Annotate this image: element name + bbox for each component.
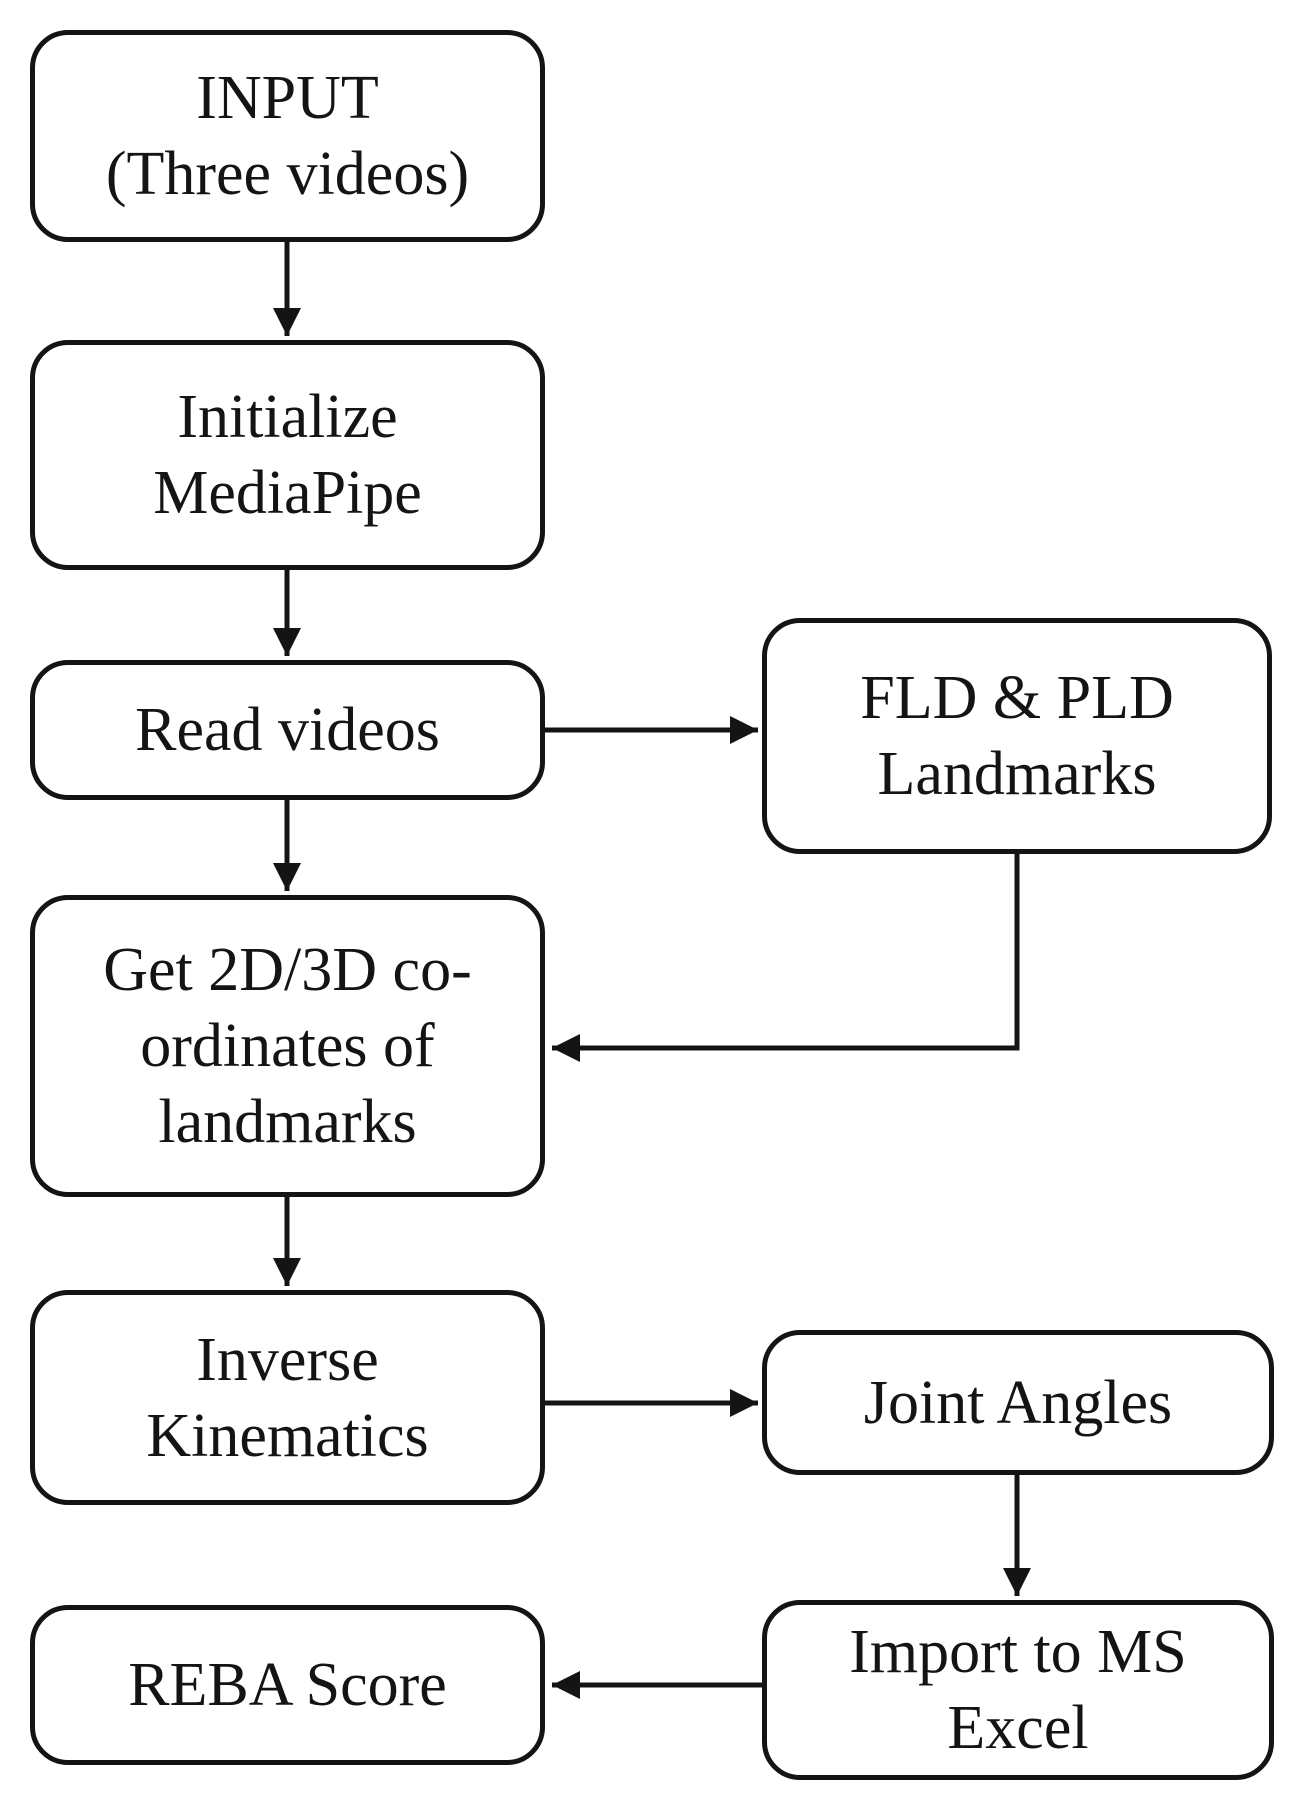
- node-fld-pld-landmarks-label: FLD & PLD Landmarks: [860, 664, 1174, 808]
- node-initialize-mediapipe-label: Initialize MediaPipe: [153, 383, 422, 527]
- node-reba-score-label: REBA Score: [128, 1651, 447, 1719]
- node-get-coordinates-label: Get 2D/3D co- ordinates of landmarks: [103, 936, 472, 1156]
- node-get-coordinates: Get 2D/3D co- ordinates of landmarks: [30, 895, 545, 1197]
- node-reba-score: REBA Score: [30, 1605, 545, 1765]
- node-read-videos-label: Read videos: [135, 696, 440, 764]
- node-initialize-mediapipe: Initialize MediaPipe: [30, 340, 545, 570]
- node-fld-pld-landmarks: FLD & PLD Landmarks: [762, 618, 1272, 854]
- node-inverse-kinematics: Inverse Kinematics: [30, 1290, 545, 1505]
- node-joint-angles: Joint Angles: [762, 1330, 1274, 1475]
- node-input: INPUT (Three videos): [30, 30, 545, 242]
- node-joint-angles-label: Joint Angles: [863, 1368, 1173, 1437]
- node-input-label: INPUT (Three videos): [105, 64, 470, 208]
- arrow-fld-pld-to-get-coordinates: [552, 854, 1020, 1062]
- node-read-videos: Read videos: [30, 660, 545, 800]
- node-inverse-kinematics-label: Inverse Kinematics: [146, 1325, 429, 1470]
- node-import-to-ms-excel-label: Import to MS Excel: [849, 1618, 1187, 1762]
- node-import-to-ms-excel: Import to MS Excel: [762, 1600, 1274, 1780]
